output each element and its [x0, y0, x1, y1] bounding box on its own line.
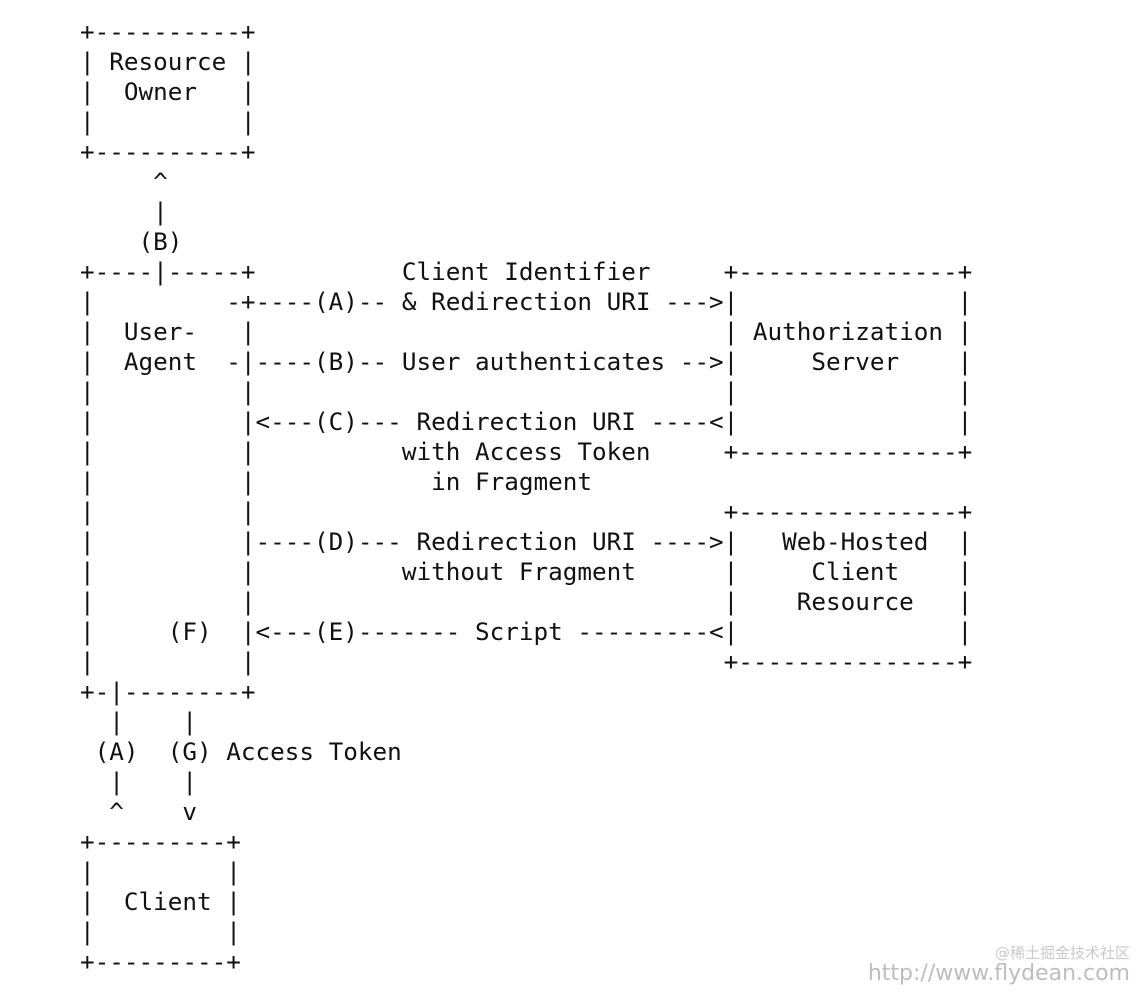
diagram-line: | |: [80, 707, 198, 736]
watermark: @稀土掘金技术社区 http://www.flydean.com: [868, 944, 1130, 986]
diagram-line: | | | |: [80, 377, 973, 406]
diagram-line: +----------+: [80, 137, 256, 166]
diagram-line: | |: [80, 767, 198, 796]
diagram-line: (B): [80, 227, 183, 256]
diagram-line: (A) (G) Access Token: [80, 737, 402, 766]
diagram-line: +---------+: [80, 947, 241, 976]
diagram-line: | |: [80, 107, 256, 136]
diagram-line: | Agent -|----(B)-- User authenticates -…: [80, 347, 973, 376]
diagram-line: | Client |: [80, 887, 241, 916]
diagram-line: | (F) |<---(E)------- Script ---------<|…: [80, 617, 973, 646]
diagram-line: |: [80, 197, 168, 226]
diagram-line: | |<---(C)--- Redirection URI ----<| |: [80, 407, 973, 436]
diagram-line: | | with Access Token +---------------+: [80, 437, 973, 466]
diagram-line: | User- | | Authorization |: [80, 317, 973, 346]
diagram-line: | | +---------------+: [80, 647, 973, 676]
diagram-line: | -+----(A)-- & Redirection URI --->| |: [80, 287, 973, 316]
diagram-line: ^ v: [80, 797, 198, 826]
diagram-line: | |: [80, 917, 241, 946]
diagram-line: | |: [80, 857, 241, 886]
diagram-line: | | without Fragment | Client |: [80, 557, 973, 586]
diagram-line: | |----(D)--- Redirection URI ---->| Web…: [80, 527, 973, 556]
diagram-line: +-|--------+: [80, 677, 256, 706]
diagram-line: | | | Resource |: [80, 587, 973, 616]
diagram-line: | | +---------------+: [80, 497, 973, 526]
diagram-line: +---------+: [80, 827, 241, 856]
diagram-line: +----|-----+ Client Identifier +--------…: [80, 257, 973, 286]
diagram-line: | | in Fragment: [80, 467, 592, 496]
watermark-site-name: @稀土掘金技术社区: [994, 944, 1130, 962]
diagram-line: | Resource |: [80, 47, 256, 76]
diagram-line: +----------+: [80, 17, 256, 46]
watermark-url: http://www.flydean.com: [867, 961, 1130, 986]
oauth-implicit-flow-diagram: +----------+ | Resource | | Owner | | | …: [80, 17, 972, 977]
diagram-line: | Owner |: [80, 77, 256, 106]
diagram-line: ^: [80, 167, 168, 196]
